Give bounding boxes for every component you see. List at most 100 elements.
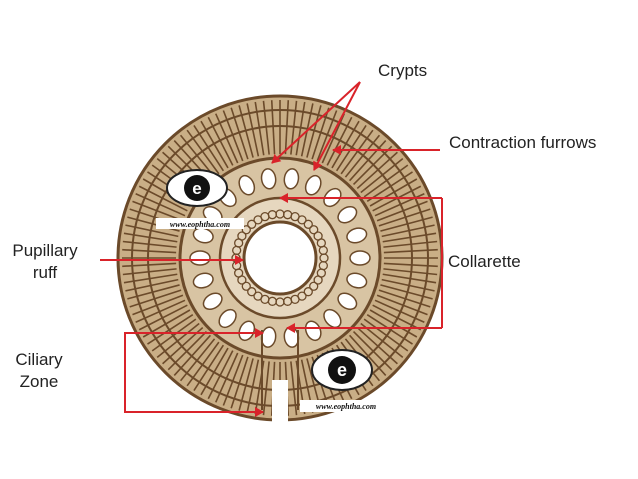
label-collarette: Collarette: [448, 252, 521, 271]
ciliary-ridge: [123, 273, 178, 284]
crypt: [346, 227, 368, 244]
ciliary-ridge: [193, 344, 225, 391]
ciliary-ridge: [270, 100, 276, 155]
ciliary-ridge: [122, 268, 177, 276]
ciliary-ridge: [290, 361, 298, 416]
ciliary-ridge: [382, 232, 437, 243]
ciliary-ridge: [179, 338, 216, 382]
ciliary-ridge: [215, 113, 239, 164]
crypt: [192, 272, 214, 289]
ciliary-ridge: [173, 334, 212, 376]
ciliary-ridge: [230, 356, 249, 409]
ciliary-ridge: [147, 313, 194, 345]
ciliary-ridge: [138, 304, 188, 331]
label-pupillary-ruff: Pupillary ruff: [2, 240, 88, 284]
ruff-bump: [309, 281, 319, 291]
ciliary-ridge: [222, 354, 244, 406]
ciliary-ridge: [378, 208, 431, 227]
ciliary-ridge: [122, 248, 177, 254]
annotation-arrows: [100, 81, 443, 417]
ciliary-ridge: [383, 268, 438, 276]
ciliary-ridge: [238, 105, 254, 158]
ciliary-ridge: [123, 232, 178, 243]
ruff-bump: [247, 219, 257, 229]
ciliary-ridge: [356, 326, 398, 365]
logo-circle: [184, 175, 210, 201]
ciliary-ridge: [369, 178, 418, 207]
ciliary-ridge: [380, 216, 433, 232]
crypt: [283, 168, 300, 190]
ciliary-ridge: [352, 145, 393, 186]
ciliary-ridge: [151, 318, 197, 352]
ciliary-ridge: [125, 278, 179, 292]
label-pupillary-ruff-line1: Pupillary: [12, 241, 78, 260]
label-contraction-furrows: Contraction furrows: [449, 133, 597, 152]
ciliary-ridge: [254, 101, 265, 156]
ciliary-ridge: [135, 299, 186, 323]
ciliary-ridge: [262, 100, 270, 155]
crypt: [346, 272, 368, 289]
ciliary-ridge: [356, 151, 398, 190]
ciliary-zone-bracket: [124, 332, 262, 413]
ciliary-ridge: [122, 240, 177, 248]
ciliary-ridge: [186, 341, 220, 387]
crypt: [218, 308, 237, 329]
iris: [116, 94, 444, 425]
logo-letter: e: [337, 360, 347, 380]
logo-circle: [328, 356, 356, 384]
logo-url-bg: [300, 400, 392, 412]
pupillary-ruff-bumps: [231, 209, 329, 307]
iris-notch: [261, 330, 299, 410]
ciliary-ridge: [200, 120, 229, 169]
ruff-bump: [313, 275, 323, 285]
ciliary-ridge: [348, 334, 387, 376]
ciliary-ridge: [372, 304, 422, 331]
ruff-bump: [237, 231, 247, 241]
ciliary-ridge: [352, 330, 393, 371]
ciliary-ridge: [340, 129, 374, 175]
ciliary-ridge: [156, 322, 200, 359]
ciliary-ridge: [262, 361, 270, 416]
ciliary-ridge: [369, 309, 418, 338]
ciliary-ridge: [179, 134, 216, 178]
ruff-bump: [253, 291, 263, 301]
ciliary-ridge: [246, 359, 260, 413]
ciliary-ridge: [207, 350, 234, 400]
ciliary-ridge: [366, 171, 413, 203]
ruff-bump: [303, 219, 313, 229]
ruff-bump: [318, 245, 328, 256]
label-ciliary-zone-line1: Ciliary: [15, 350, 63, 369]
ciliary-ridge: [380, 284, 433, 300]
crypt: [189, 250, 211, 266]
ciliary-ridge: [376, 294, 428, 316]
iris-notch-gap: [272, 380, 288, 425]
ciliary-ridge: [127, 284, 180, 300]
ciliary-ridge: [222, 110, 244, 162]
crypt: [238, 174, 256, 196]
ciliary-ridge: [284, 100, 290, 155]
crypt: [202, 292, 223, 310]
logo-url-bg: [156, 218, 244, 229]
ruff-bump: [241, 281, 251, 291]
ciliary-ridge: [167, 330, 208, 371]
logo-url: www.eophtha.com: [316, 402, 376, 411]
ciliary-ridge: [306, 105, 322, 158]
label-crypts: Crypts: [378, 61, 428, 80]
collarette-crypts: [189, 168, 371, 348]
pupil: [242, 220, 318, 296]
crypt: [337, 292, 358, 310]
crypt: [304, 174, 322, 196]
crypts-arrow-2: [313, 81, 361, 171]
ciliary-ridge: [132, 200, 184, 222]
crypt: [349, 250, 371, 266]
ciliary-ridge: [335, 125, 367, 172]
ciliary-ridge: [238, 358, 254, 411]
ciliary-ridge: [311, 107, 330, 160]
ciliary-ridge: [382, 273, 437, 284]
ciliary-ridge: [326, 116, 353, 166]
ciliary-ridge: [193, 125, 225, 172]
ciliary-ridge: [383, 240, 438, 248]
ciliary-ridge: [135, 193, 186, 217]
crypts-arrow-1: [271, 81, 361, 164]
ciliary-ridge: [200, 347, 229, 396]
